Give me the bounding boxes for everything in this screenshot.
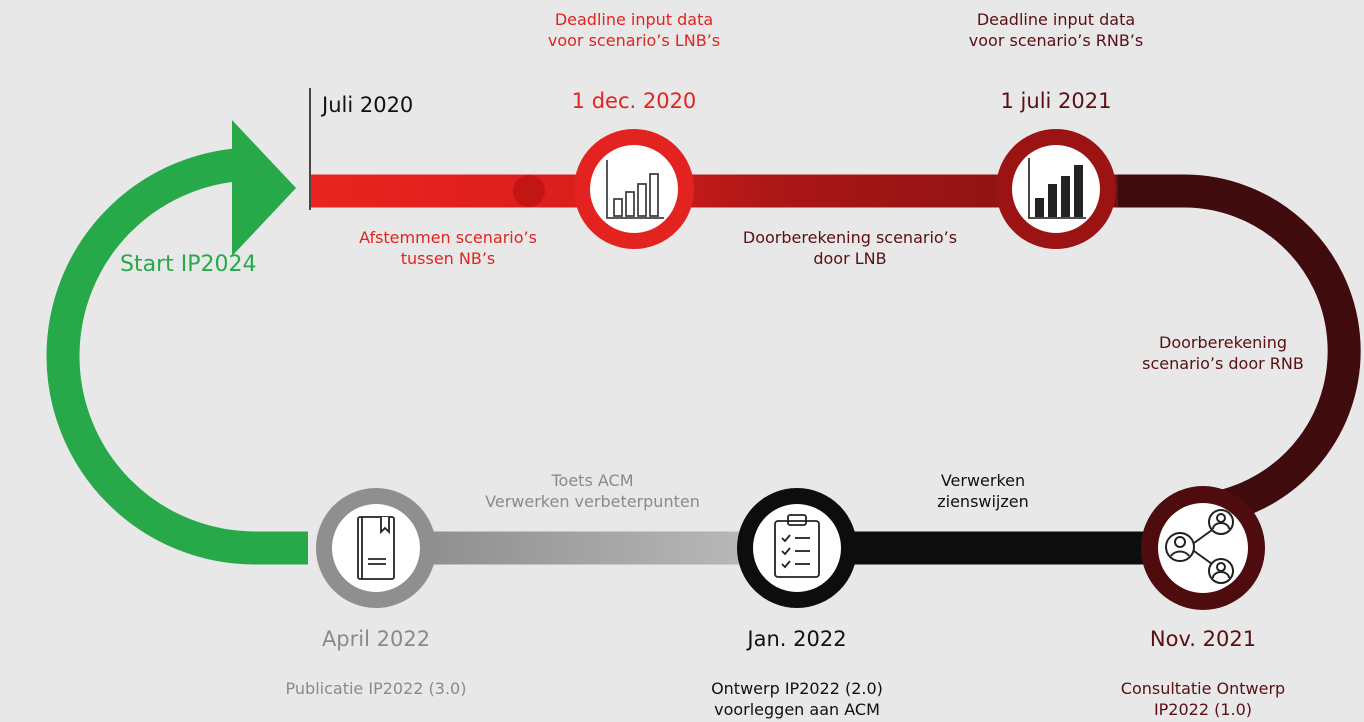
milestone-nov2021 bbox=[1141, 486, 1265, 610]
milestone-1juli2021 bbox=[996, 129, 1116, 249]
phase-line: tussen NB’s bbox=[400, 249, 496, 269]
milestone-april2022-date: April 2022 bbox=[321, 627, 431, 651]
phase-doorberekening-rnb: Doorberekening scenario’s door RNB bbox=[1112, 332, 1334, 374]
phase-line: Doorberekening bbox=[1159, 333, 1287, 352]
book-icon bbox=[357, 516, 395, 580]
caption-line: voor scenario’s LNB’s bbox=[547, 31, 721, 51]
clipboard-checklist-icon bbox=[774, 514, 820, 578]
phase-line: Verwerken verbeterpunten bbox=[485, 492, 700, 512]
milestone-april2022-caption: Publicatie IP2022 (3.0) bbox=[285, 679, 467, 698]
milestone-1dec2020-caption: Deadline input data voor scenario’s LNB’… bbox=[534, 9, 734, 51]
milestone-nov2021-caption: Consultatie Ontwerp IP2022 (1.0) bbox=[1098, 678, 1308, 720]
phase-line: Verwerken bbox=[940, 471, 1026, 490]
milestone-jan2022-date: Jan. 2022 bbox=[747, 627, 847, 651]
phase-line: Afstemmen scenario’s bbox=[359, 228, 537, 247]
caption-line: voorleggen aan ACM bbox=[714, 700, 880, 720]
start-label: Start IP2024 bbox=[120, 252, 257, 277]
milestone-april2022 bbox=[316, 488, 436, 608]
phase-line: zienswijzen bbox=[937, 492, 1029, 512]
caption-line: Deadline input data bbox=[976, 10, 1136, 29]
caption-line: voor scenario’s RNB’s bbox=[968, 31, 1144, 51]
phase-line: scenario’s door RNB bbox=[1142, 354, 1304, 374]
bar-chart-outline-icon bbox=[606, 160, 664, 219]
people-network-icon bbox=[1165, 509, 1234, 584]
phase-toets-acm: Toets ACM Verwerken verbeterpunten bbox=[450, 470, 735, 512]
track-dot bbox=[513, 175, 545, 207]
start-arrow-head bbox=[232, 120, 296, 256]
phase-line: door LNB bbox=[813, 249, 887, 269]
track-right-curve bbox=[1118, 174, 1361, 525]
track-green bbox=[46, 147, 308, 565]
caption-line: Deadline input data bbox=[554, 10, 714, 29]
bar-chart-filled-icon bbox=[1028, 158, 1086, 219]
start-date: Juli 2020 bbox=[322, 93, 414, 117]
caption-line: Consultatie Ontwerp bbox=[1120, 679, 1286, 698]
milestone-1dec2020-date: 1 dec. 2020 bbox=[571, 89, 697, 113]
phase-line: Toets ACM bbox=[551, 471, 634, 490]
milestone-1juli2021-caption: Deadline input data voor scenario’s RNB’… bbox=[956, 9, 1156, 51]
phase-verwerken-zienswijzen: Verwerken zienswijzen bbox=[908, 470, 1058, 512]
milestone-1juli2021-date: 1 juli 2021 bbox=[1000, 89, 1112, 113]
caption-line: IP2022 (1.0) bbox=[1153, 700, 1253, 720]
milestone-nov2021-date: Nov. 2021 bbox=[1149, 627, 1257, 651]
caption-line: Ontwerp IP2022 (2.0) bbox=[711, 679, 883, 698]
phase-line: Doorberekening scenario’s bbox=[742, 228, 958, 247]
milestone-jan2022-caption: Ontwerp IP2022 (2.0) voorleggen aan ACM bbox=[682, 678, 912, 720]
phase-doorberekening-lnb: Doorberekening scenario’s door LNB bbox=[715, 227, 985, 269]
milestone-1dec2020 bbox=[574, 129, 694, 249]
milestone-jan2022 bbox=[737, 488, 857, 608]
phase-afstemmen: Afstemmen scenario’s tussen NB’s bbox=[333, 227, 563, 269]
